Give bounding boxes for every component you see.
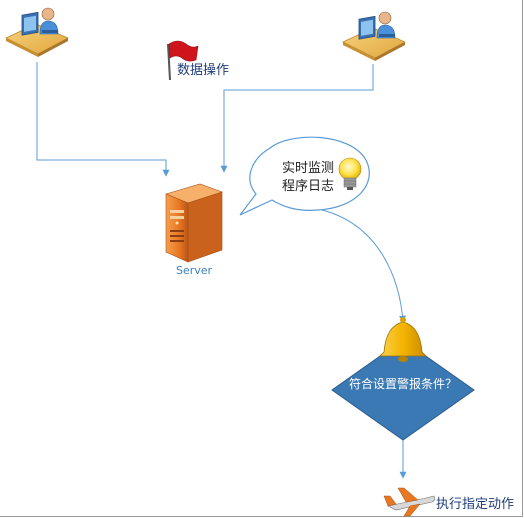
computer-user-icon [5, 7, 69, 57]
alarm-condition-label: 符合设置警报条件？ [348, 377, 457, 391]
connector-left-client-to-server [36, 62, 170, 177]
monitor-line-2: 程序日志 [281, 179, 334, 194]
connector-monitor-to-decision [321, 209, 407, 323]
monitor-log-label: 实时监测 程序日志 [275, 160, 341, 196]
server-tower-icon [165, 183, 223, 263]
execute-action-label: 执行指定动作 [436, 497, 515, 512]
decision-diamond [331, 339, 475, 441]
computer-user-icon [342, 11, 406, 61]
light-bulb-icon [338, 157, 362, 190]
monitor-line-1: 实时监测 [281, 161, 334, 176]
server-label: Server [176, 264, 213, 277]
airplane-icon [383, 487, 435, 517]
red-flag-icon [167, 40, 199, 81]
connector-right-client-to-server [220, 64, 374, 173]
speech-bubble [239, 136, 370, 216]
data-operation-label: 数据操作 [177, 63, 230, 78]
alarm-bell-icon [379, 317, 427, 362]
